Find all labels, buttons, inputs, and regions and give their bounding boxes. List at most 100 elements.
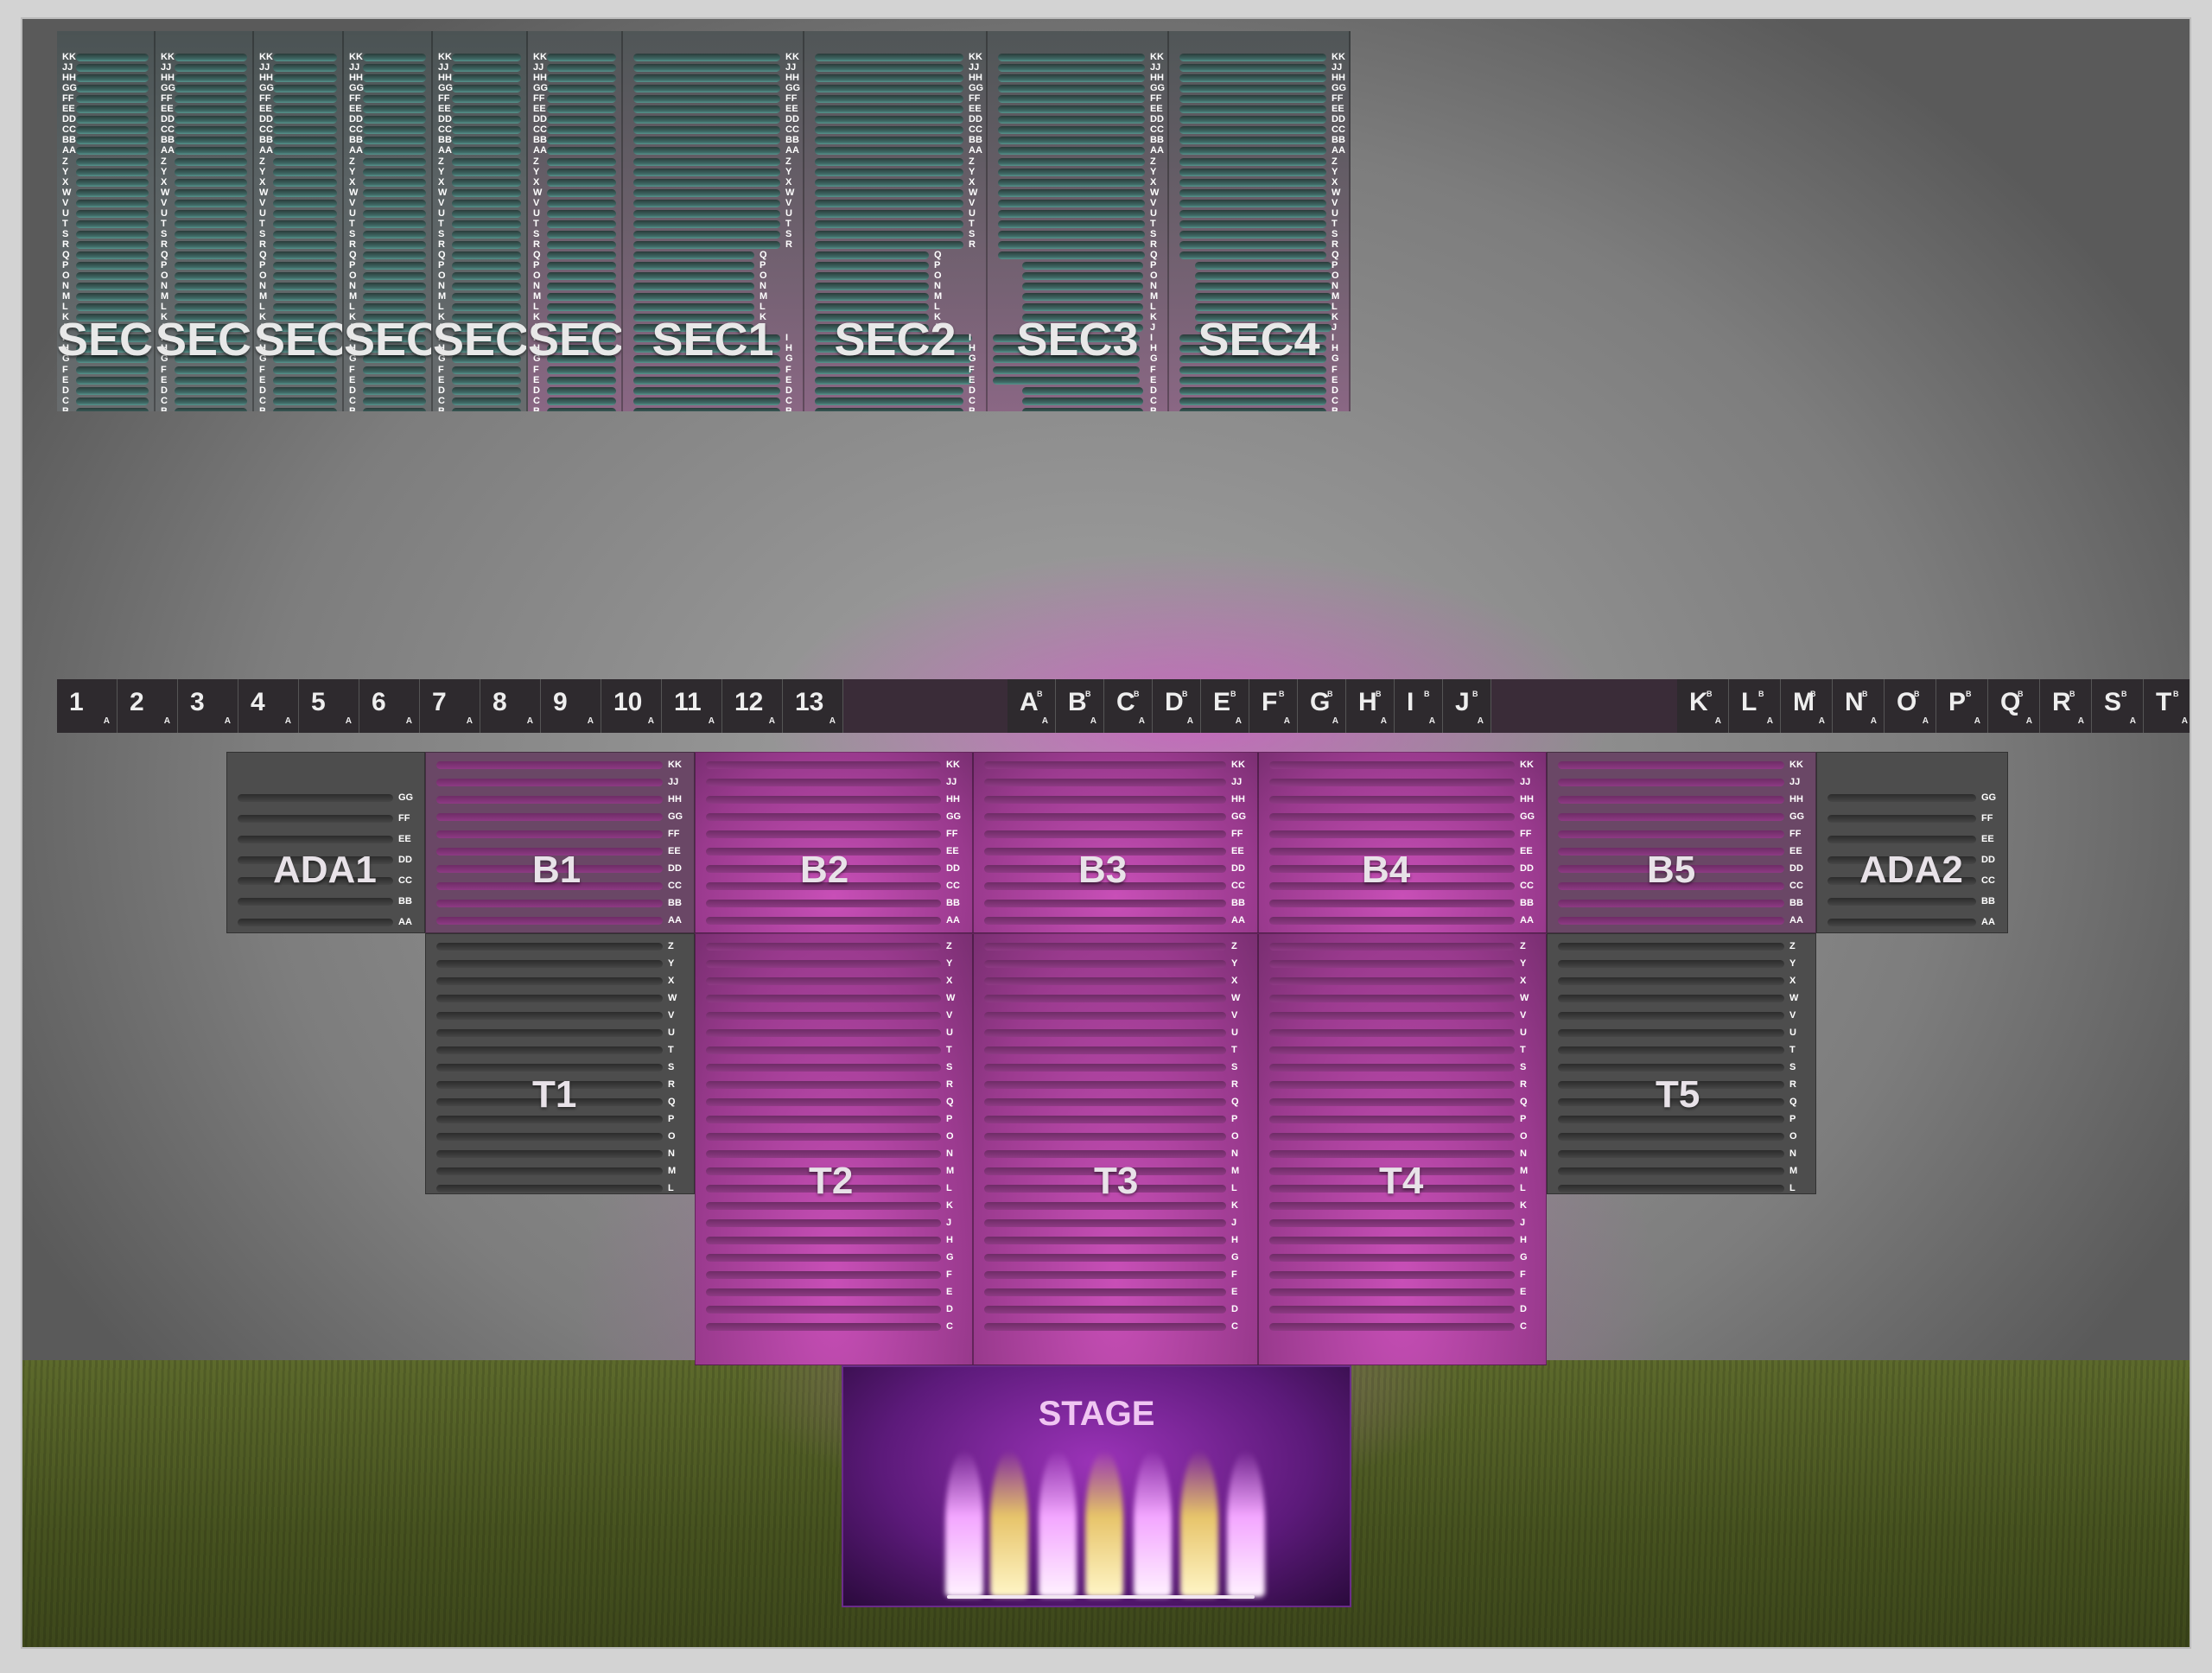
- row-label: EE: [398, 834, 411, 844]
- upper-seat-row: [998, 85, 1145, 93]
- row-label: N: [1789, 1148, 1796, 1159]
- upper-seat-row: [998, 199, 1145, 207]
- floor-seat-row: [984, 1202, 1226, 1210]
- row-label: T: [1150, 218, 1156, 229]
- row-label: KK: [62, 52, 76, 62]
- floor-section-label: B1: [532, 849, 582, 891]
- row-label: S: [161, 228, 168, 239]
- floor-seat-row: [706, 1288, 941, 1296]
- row-label: GG: [161, 83, 176, 94]
- row-label: G: [1231, 1252, 1239, 1263]
- row-label: I: [1332, 333, 1335, 344]
- box-sublabel-b: B: [1230, 690, 1236, 698]
- upper-seat-row: [273, 230, 337, 239]
- upper-seat-row: [273, 376, 337, 385]
- row-label: E: [1520, 1287, 1527, 1297]
- floor-seat-row: [706, 1098, 941, 1106]
- row-label: H: [946, 1235, 953, 1245]
- row-label: S: [533, 228, 540, 239]
- row-label: L: [1520, 1183, 1526, 1193]
- row-label: Q: [668, 1097, 676, 1107]
- floor-seat-row: [1269, 1237, 1515, 1244]
- row-label: P: [533, 260, 540, 270]
- upper-seat-row: [175, 64, 247, 73]
- upper-seat-row: [547, 199, 616, 207]
- upper-seat-row: [363, 219, 426, 228]
- upper-seat-row: [76, 272, 149, 281]
- floor-seat-row: [1269, 1167, 1515, 1175]
- row-label: N: [1150, 281, 1157, 292]
- row-label: CC: [349, 124, 363, 136]
- upper-seat-row: [1179, 64, 1326, 73]
- box-sublabel-b: B: [1182, 690, 1188, 698]
- row-label: S: [969, 228, 976, 239]
- floor-seat-row: [706, 830, 941, 838]
- floor-seat-row: [1269, 995, 1515, 1002]
- upper-seat-row: [452, 272, 521, 281]
- row-label: O: [259, 270, 267, 282]
- upper-seat-row: [76, 345, 149, 353]
- upper-seat-row: [1179, 219, 1326, 228]
- floor-seat-row: [436, 796, 663, 804]
- row-label: HH: [1231, 794, 1245, 805]
- floor-section-label: T3: [1094, 1160, 1139, 1202]
- box-sublabel-a: A: [1235, 716, 1242, 726]
- upper-seat-row: [175, 199, 247, 207]
- row-label: B: [349, 405, 356, 411]
- upper-seat-row: [1179, 376, 1326, 385]
- upper-seat-row: [1179, 188, 1326, 197]
- row-label: W: [533, 187, 543, 198]
- row-label: J: [349, 322, 355, 334]
- upper-seat-row: [633, 126, 780, 135]
- row-label: CC: [533, 124, 547, 136]
- upper-seat-row: [1195, 303, 1332, 312]
- upper-seat-row: [273, 272, 337, 281]
- upper-seat-row: [1179, 105, 1326, 114]
- row-label: AA: [785, 145, 799, 156]
- upper-seat-row: [998, 188, 1145, 197]
- row-label: HH: [668, 794, 682, 805]
- row-label: P: [1332, 260, 1338, 270]
- stage-light-beam: [1134, 1450, 1172, 1597]
- box-label: F: [1262, 688, 1278, 716]
- row-label: X: [946, 976, 953, 986]
- floor-seat-row: [1269, 1185, 1515, 1193]
- floor-seat-row: [706, 900, 941, 907]
- upper-seat-row: [452, 345, 521, 353]
- upper-seat-row: [363, 74, 426, 83]
- section-label: SEC1: [652, 314, 774, 366]
- upper-seat-row: [363, 386, 426, 395]
- upper-seat-row: [1195, 272, 1332, 281]
- row-label: S: [259, 228, 266, 239]
- row-label: EE: [1332, 104, 1344, 115]
- row-label: Q: [946, 1097, 954, 1107]
- upper-seat-row: [633, 240, 780, 249]
- upper-seat-row: [76, 188, 149, 197]
- floor-section-label: B2: [800, 849, 849, 891]
- row-label: KK: [1520, 760, 1534, 770]
- upper-seat-row: [547, 283, 616, 291]
- row-label: O: [62, 270, 70, 282]
- row-label: JJ: [161, 62, 172, 73]
- row-label: P: [1231, 1114, 1238, 1124]
- row-label: N: [668, 1148, 675, 1159]
- row-label: I: [62, 333, 66, 344]
- upper-seat-row: [815, 64, 963, 73]
- floor-seat-row: [706, 848, 941, 856]
- floor-seat-row: [1827, 836, 1976, 843]
- upper-seat-row: [815, 137, 963, 145]
- row-label: E: [1150, 374, 1157, 385]
- upper-seat-row: [363, 334, 426, 343]
- floor-seat-row: [984, 865, 1226, 873]
- upper-seat-row: [273, 345, 337, 353]
- box-sublabel-a: A: [829, 716, 836, 726]
- row-label: S: [349, 228, 356, 239]
- row-label: EE: [1981, 834, 1994, 844]
- row-label: T: [1231, 1045, 1237, 1055]
- floor-seat-row: [706, 1012, 941, 1020]
